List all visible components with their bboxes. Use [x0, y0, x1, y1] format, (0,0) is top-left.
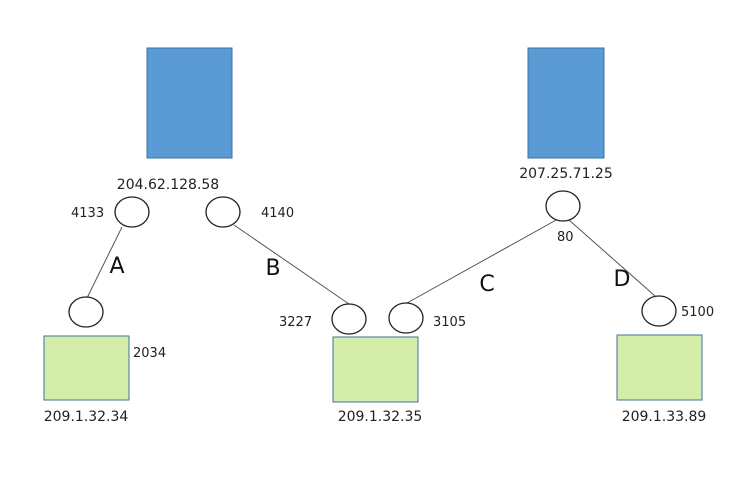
- port-label-server2: 80: [557, 230, 574, 245]
- port-label-client2-c: 3105: [433, 315, 466, 330]
- socket-client1: [68, 296, 104, 328]
- client-box-3: [616, 334, 703, 401]
- client-1-ip-label: 209.1.32.34: [44, 409, 129, 425]
- connection-line-d: [568, 219, 656, 297]
- server-2-ip-label: 207.25.71.25: [519, 166, 613, 182]
- port-label-client2-b: 3227: [279, 315, 312, 330]
- client-box-1: [43, 335, 130, 401]
- client-2-ip-label: 209.1.32.35: [338, 409, 423, 425]
- connection-label-b: B: [265, 256, 280, 281]
- server-box-2: [527, 47, 605, 159]
- server-box-1: [146, 47, 233, 159]
- client-box-2: [332, 336, 419, 403]
- connection-line-b: [233, 224, 350, 305]
- connection-label-a: A: [109, 254, 124, 279]
- connection-label-d: D: [614, 267, 631, 292]
- port-label-client1: 2034: [133, 346, 166, 361]
- port-label-client3: 5100: [681, 305, 714, 320]
- connection-label-c: C: [479, 272, 494, 297]
- server-1-ip-label: 204.62.128.58: [117, 177, 219, 193]
- port-label-server1-a: 4133: [71, 206, 104, 221]
- port-label-server1-b: 4140: [261, 206, 294, 221]
- client-3-ip-label: 209.1.33.89: [622, 409, 707, 425]
- socket-server1-a: [114, 196, 150, 228]
- socket-server2: [545, 190, 581, 222]
- socket-client3: [641, 295, 677, 327]
- connection-line-c: [406, 218, 559, 304]
- socket-client2-c: [388, 302, 424, 334]
- socket-server1-b: [205, 196, 241, 228]
- connection-line-a: [86, 226, 123, 299]
- socket-client2-b: [331, 303, 367, 335]
